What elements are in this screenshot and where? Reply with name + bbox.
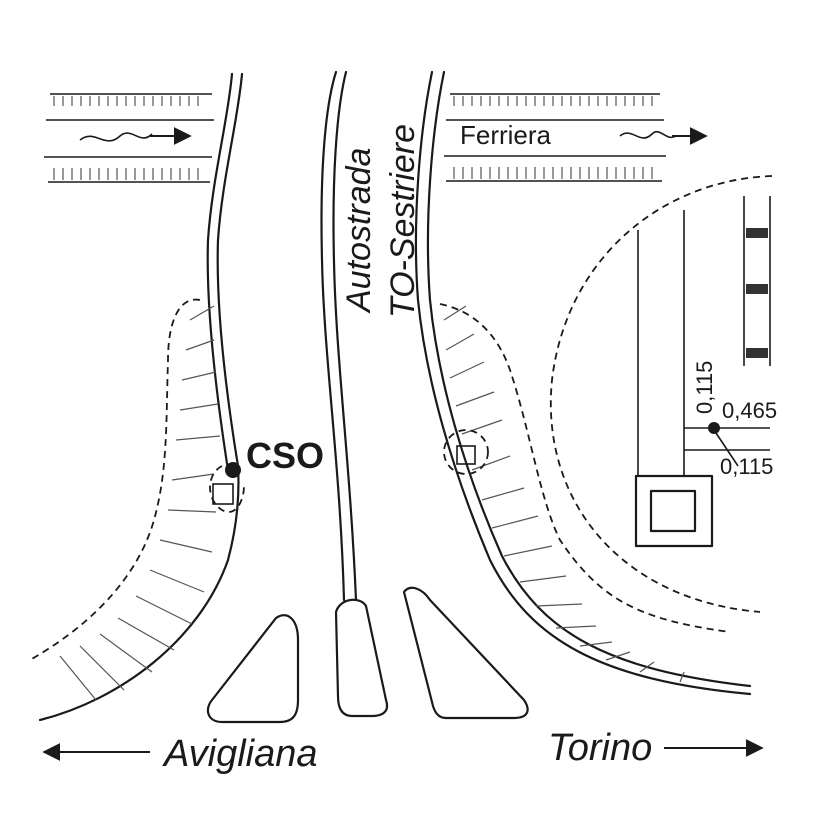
slope-hatch-mark	[639, 661, 655, 673]
right-embankment-edge	[439, 303, 731, 633]
slope-hatch-mark	[99, 633, 153, 673]
left-embankment-edge	[29, 298, 201, 661]
river-label: Ferriera	[460, 120, 552, 150]
slope-hatch-mark	[491, 515, 539, 529]
inset-station-icon	[708, 422, 720, 434]
inset-offset-top: 0,115	[692, 361, 717, 414]
slope-hatch-mark	[679, 671, 685, 683]
slope-hatch-mark	[455, 391, 495, 407]
cso-marker-icon	[225, 462, 241, 478]
slope-hatch-mark	[461, 419, 503, 435]
slope-hatch-mark	[149, 569, 205, 593]
inset-offset-bottom: 0,115	[720, 454, 773, 479]
inset-offset-right: 0,465	[722, 398, 777, 423]
inset-shelter-inner	[649, 489, 697, 533]
slope-hatch-mark	[449, 361, 485, 379]
slope-hatch-mark	[179, 403, 219, 411]
slope-hatch-mark	[79, 645, 125, 691]
left-destination-label: Avigliana	[162, 733, 318, 775]
ferriera-channel	[444, 93, 708, 182]
slope-hatch-mark	[181, 371, 217, 381]
highway-label-line2: TO-Sestriere	[384, 124, 422, 318]
slope-hatch-mark	[519, 575, 567, 583]
right-road	[414, 70, 752, 696]
slope-hatch-mark	[189, 305, 215, 321]
slope-hatch-mark	[579, 641, 613, 647]
slope-hatch-mark	[59, 655, 97, 701]
slope-hatch-mark	[471, 455, 511, 471]
slope-hatch-mark	[167, 509, 217, 513]
slope-hatch-mark	[605, 651, 631, 661]
slope-hatch-mark	[445, 333, 475, 351]
inset-detail	[549, 175, 773, 613]
slope-hatch-mark	[135, 595, 193, 625]
autostrada-road	[320, 70, 358, 602]
highway-label-line1: Autostrada	[340, 148, 378, 314]
cso-enclosure	[209, 465, 245, 513]
slope-hatch-mark	[481, 487, 525, 501]
inset-shelter-outer	[634, 474, 714, 548]
slope-hatch-mark	[443, 305, 467, 321]
slope-hatch-mark	[159, 539, 213, 553]
right-destination-label: Torino	[548, 727, 652, 769]
left-embankment-base	[38, 464, 240, 722]
slope-hatch-mark	[185, 339, 215, 351]
right-shelter-box	[456, 445, 476, 465]
slope-hatch-mark	[117, 617, 175, 651]
right-enclosure	[443, 429, 489, 475]
left-road	[206, 72, 244, 472]
station-label: CSO	[246, 435, 324, 476]
left-channel	[44, 93, 214, 183]
slope-hatch-mark	[555, 625, 597, 629]
traffic-islands	[206, 586, 529, 724]
slope-hatch-mark	[171, 473, 215, 481]
slope-hatch-mark	[535, 603, 583, 607]
slope-hatch-mark	[175, 435, 221, 441]
slope-hatch-mark	[503, 545, 553, 557]
cso-shelter-box	[212, 483, 234, 505]
